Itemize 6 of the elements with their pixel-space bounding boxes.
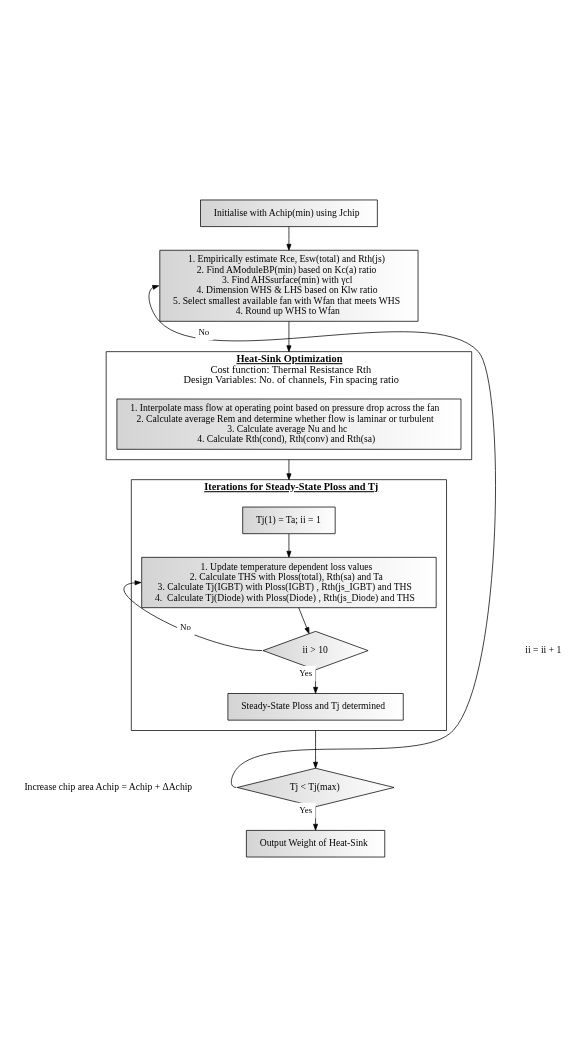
edge-label: No: [198, 326, 210, 337]
label: Increase chip area Achip = Achip + ΔAchip: [24, 781, 193, 792]
label: ii = ii + 1: [525, 644, 562, 656]
edge-label: Yes: [299, 668, 313, 679]
edge-label: No: [179, 621, 191, 632]
edge-label: Yes: [299, 805, 313, 816]
